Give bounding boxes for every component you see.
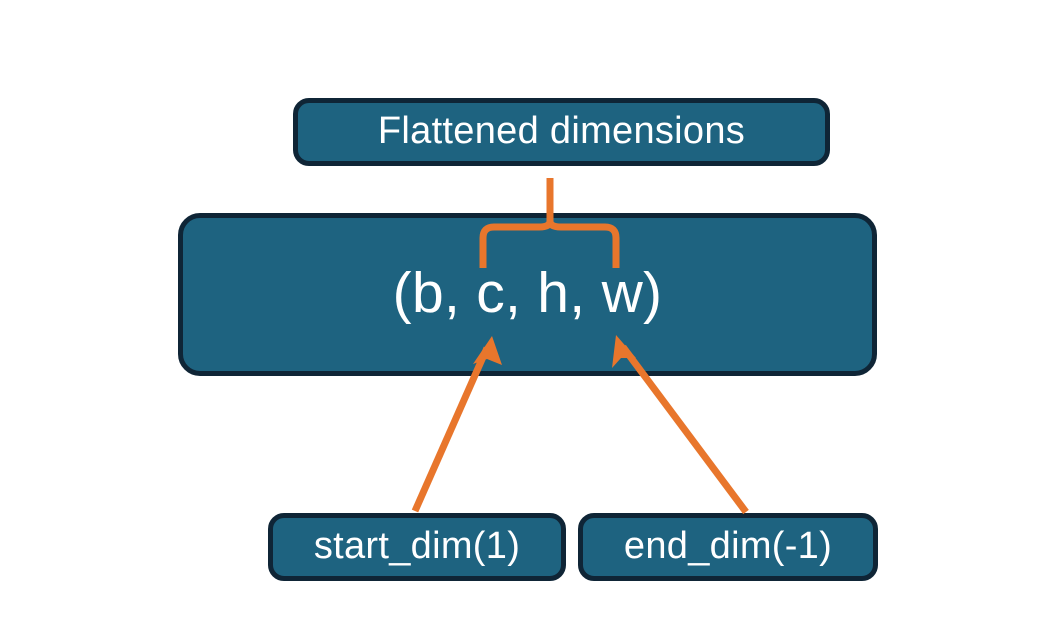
tensor-shape-node[interactable]: (b, c, h, w) xyxy=(178,213,877,376)
start-dim-label: start_dim(1) xyxy=(313,525,521,567)
flattened-dimensions-node[interactable]: Flattened dimensions xyxy=(293,98,830,166)
start-dim-node[interactable]: start_dim(1) xyxy=(268,513,566,581)
tensor-shape-label: (b, c, h, w) xyxy=(392,261,663,325)
end-dim-label: end_dim(-1) xyxy=(623,525,833,567)
flattened-dimensions-label: Flattened dimensions xyxy=(377,110,746,152)
end-dim-node[interactable]: end_dim(-1) xyxy=(578,513,878,581)
